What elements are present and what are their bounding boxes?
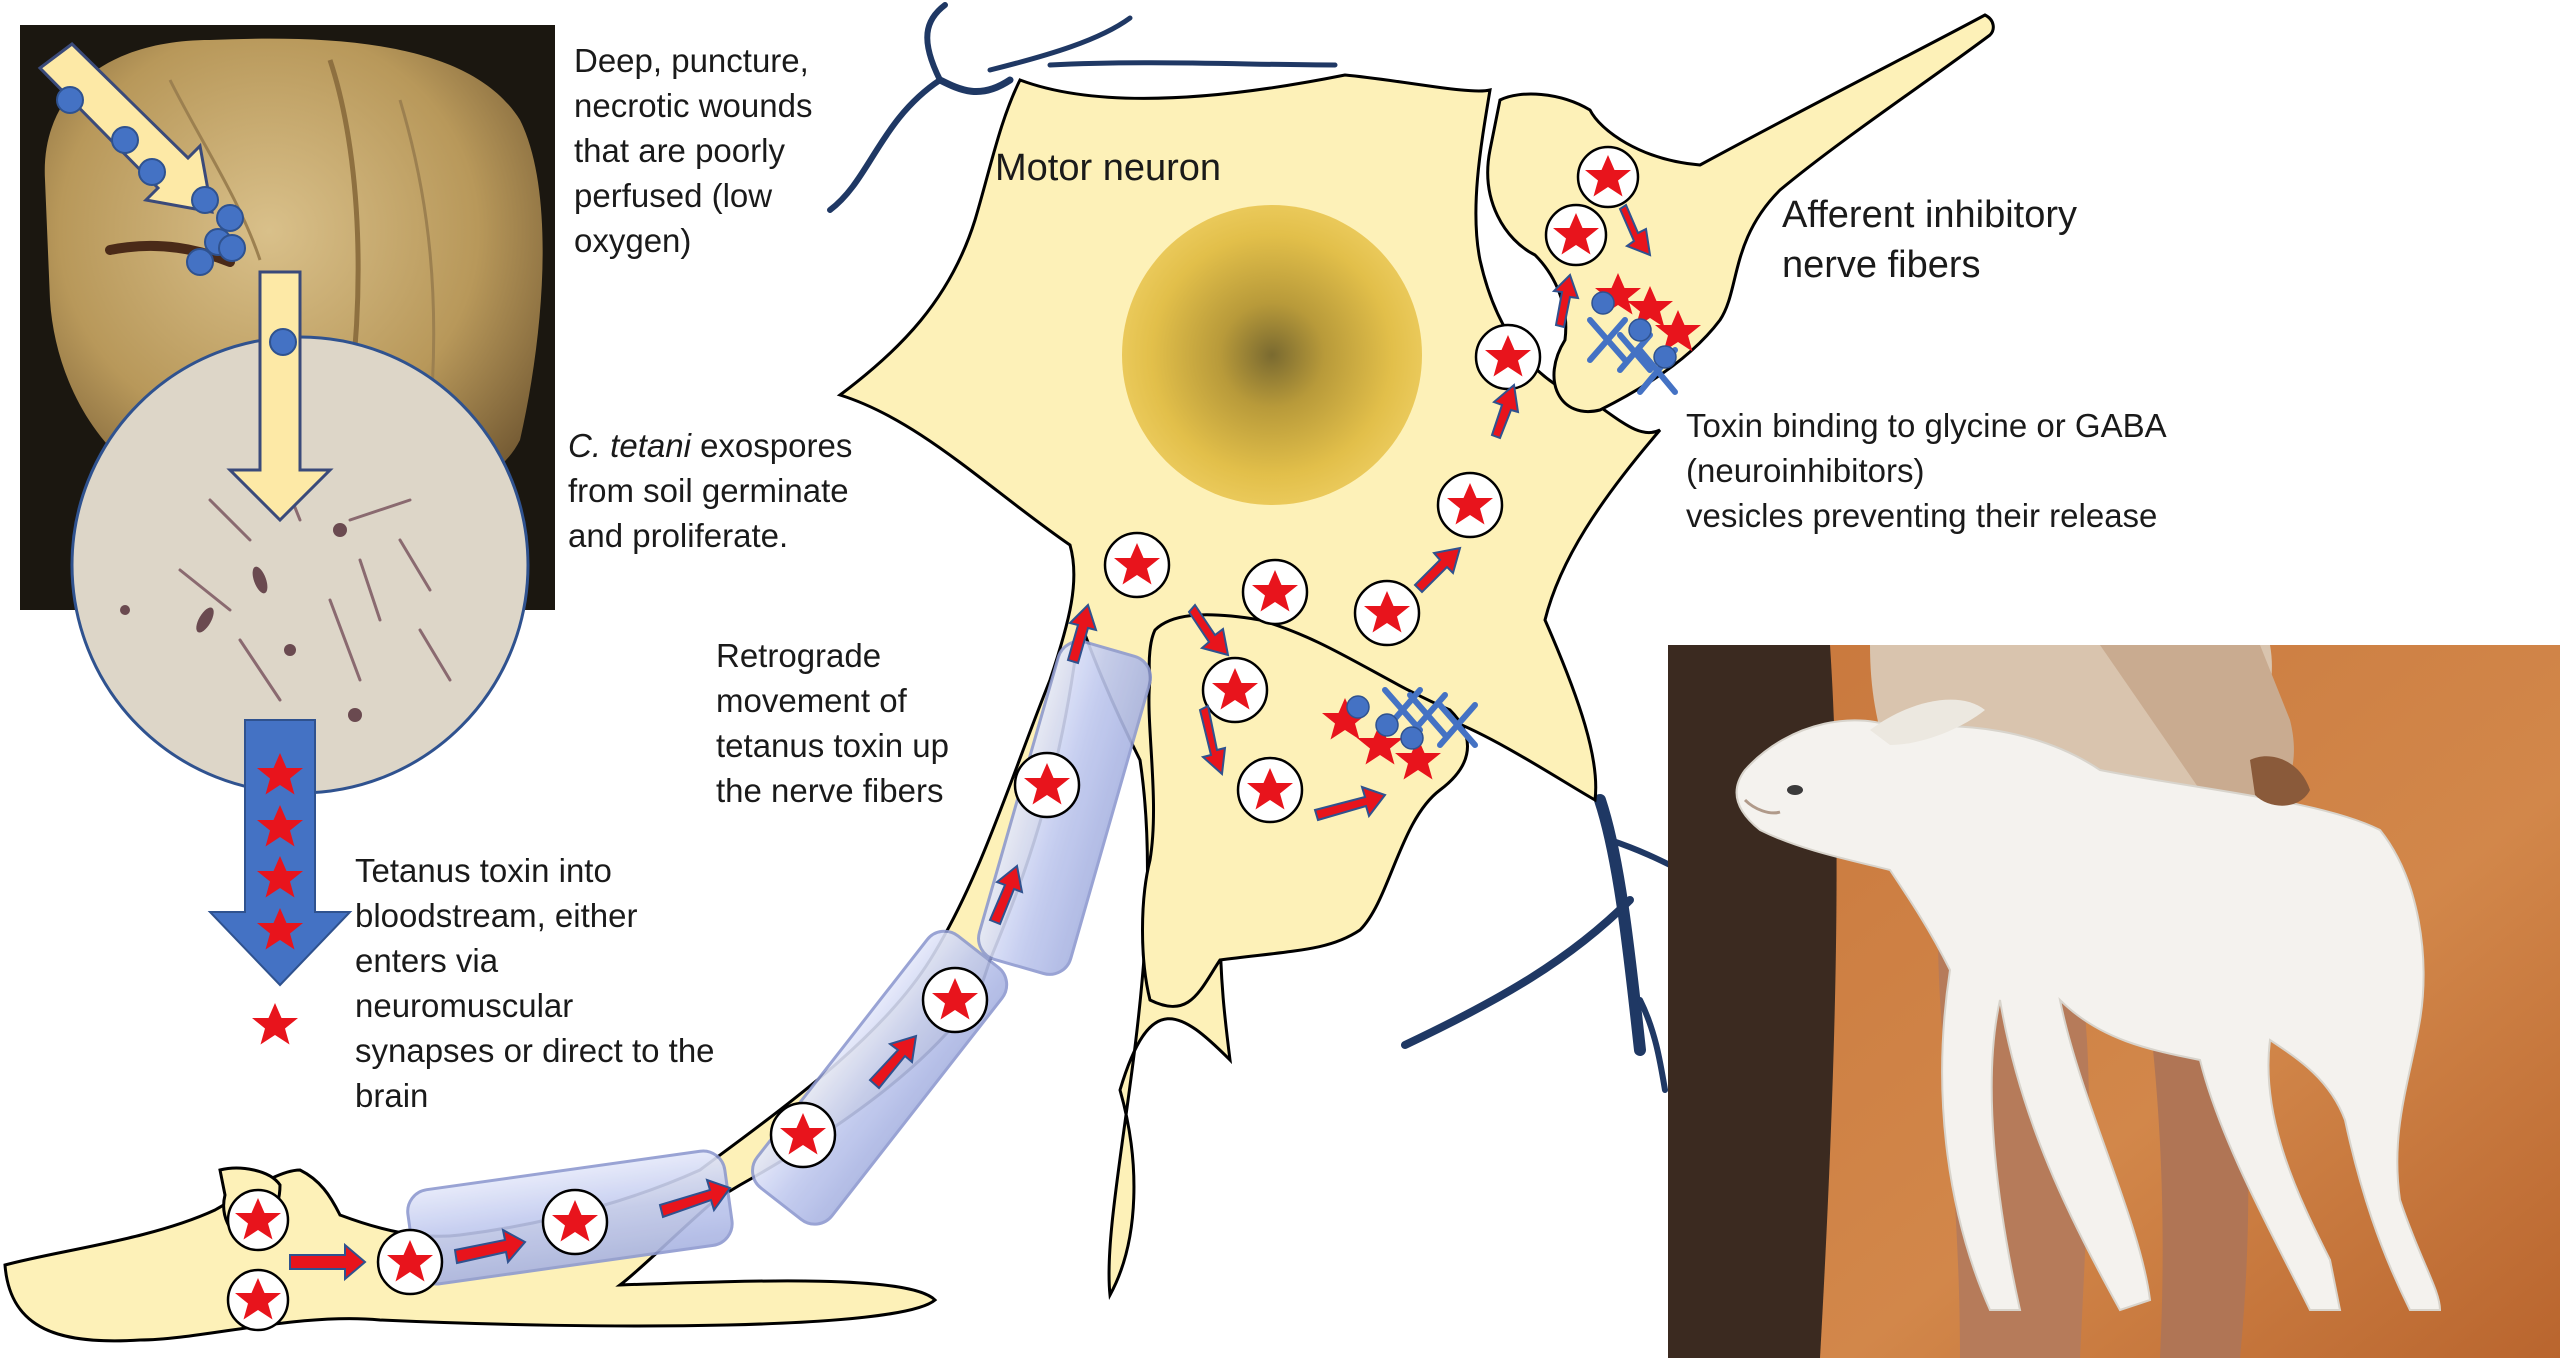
afferent-fibers-label: Afferent inhibitory nerve fibers bbox=[1782, 194, 2078, 286]
retrograde-movement-label: Retrograde movement of tetanus toxin up … bbox=[716, 637, 949, 809]
microscope-view bbox=[70, 270, 530, 795]
calf-photo bbox=[1668, 645, 2560, 1358]
toxin-particles bbox=[226, 145, 1701, 1332]
movement-arrows bbox=[289, 203, 1652, 1282]
vesicle-dots bbox=[1346, 291, 1677, 750]
spores-description: exospores from soil germinate and prolif… bbox=[568, 427, 853, 554]
toxin-binding-label: Toxin binding to glycine or GABA (neuroi… bbox=[1686, 407, 2167, 534]
spores-label: C. tetani exospores from soil germinate … bbox=[568, 423, 852, 558]
wound-description-label: Deep, puncture, necrotic wounds that are… bbox=[574, 42, 813, 259]
toxin-bloodstream-label: Tetanus toxin into bloodstream, either e… bbox=[355, 852, 715, 1114]
species-name: C. tetani bbox=[568, 427, 691, 464]
motor-neuron-label: Motor neuron bbox=[995, 147, 1222, 189]
nucleus bbox=[1122, 205, 1422, 505]
toxin-bloodstream-arrow bbox=[207, 719, 353, 1045]
free-toxin-star bbox=[252, 1003, 298, 1045]
